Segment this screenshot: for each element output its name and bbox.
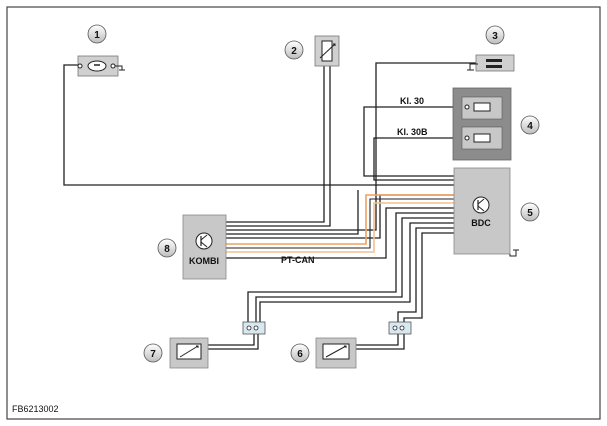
callout-1: 1 bbox=[87, 24, 107, 44]
transistor-icon bbox=[472, 196, 490, 214]
wire-7-connector bbox=[208, 334, 255, 346]
wire-bdc-7c bbox=[259, 222, 454, 322]
callout-number: 5 bbox=[527, 208, 533, 219]
pin-icon bbox=[110, 63, 116, 69]
kombi-label: KOMBI bbox=[189, 256, 219, 266]
wire-6-connector bbox=[356, 334, 399, 346]
callout-8: 8 bbox=[157, 238, 177, 258]
callout-number: 8 bbox=[164, 244, 170, 255]
callout-3: 3 bbox=[485, 25, 505, 45]
component-5-bdc: BDC bbox=[453, 167, 519, 257]
callout-number: 6 bbox=[297, 349, 303, 360]
component-3-body bbox=[475, 54, 515, 72]
wire-bdc-kombi-low bbox=[226, 207, 454, 259]
callout-5: 5 bbox=[520, 202, 540, 222]
ptcan-high-wire bbox=[226, 194, 454, 245]
wire-2b-to-kombi bbox=[226, 66, 331, 227]
wire-bdc-6b bbox=[403, 232, 454, 322]
callout-number: 7 bbox=[150, 349, 156, 360]
wire-2a-to-kombi bbox=[226, 66, 325, 223]
wire-3-to-kombi bbox=[226, 62, 478, 231]
pt-can-bus bbox=[226, 194, 454, 253]
component-8-kombi: KOMBI bbox=[182, 214, 227, 280]
ground-icon bbox=[115, 65, 125, 71]
callout-6: 6 bbox=[290, 343, 310, 363]
callout-number: 1 bbox=[94, 30, 100, 41]
fuse-icon bbox=[473, 133, 491, 143]
callout-7: 7 bbox=[143, 343, 163, 363]
ptcan-low-wire bbox=[226, 202, 454, 253]
ground-icon bbox=[469, 63, 478, 70]
wires bbox=[63, 62, 478, 239]
wire-1-to-bdc bbox=[63, 64, 454, 186]
component-1-switch bbox=[77, 55, 125, 77]
callout-number: 2 bbox=[291, 46, 297, 57]
wire-kl30b bbox=[373, 137, 465, 181]
component-4-fuse-box bbox=[452, 87, 512, 161]
connector-6 bbox=[388, 321, 412, 335]
terminal-bar-icon bbox=[486, 65, 502, 68]
connector-7 bbox=[242, 321, 266, 335]
callout-4: 4 bbox=[520, 115, 540, 135]
wire-bdc-7a bbox=[247, 212, 454, 322]
component-2-sensor bbox=[314, 35, 340, 67]
figure-code: FB6213002 bbox=[12, 404, 59, 414]
component-6-sensor bbox=[315, 337, 357, 369]
kl30b-label: Kl. 30B bbox=[397, 127, 428, 137]
wire-6-connector-b bbox=[356, 334, 405, 350]
component-7-sensor bbox=[169, 337, 209, 369]
callout-2: 2 bbox=[284, 40, 304, 60]
wire-bdc-7b bbox=[255, 217, 454, 322]
wire-7-connector-b bbox=[208, 334, 259, 350]
wire-kl30 bbox=[363, 106, 465, 177]
wires-bdc-sensors bbox=[208, 207, 454, 350]
ptcan-label: PT-CAN bbox=[281, 255, 315, 265]
bdc-label: BDC bbox=[471, 218, 491, 228]
kl30-label: Kl. 30 bbox=[400, 96, 424, 106]
wire-kombi-up bbox=[226, 190, 359, 235]
terminal-bar-icon bbox=[486, 59, 502, 62]
transistor-icon bbox=[195, 232, 213, 250]
ptcan-mid-wire bbox=[226, 198, 454, 249]
callout-number: 4 bbox=[527, 121, 533, 132]
callout-number: 3 bbox=[492, 31, 498, 42]
ground-icon bbox=[509, 249, 519, 257]
pin-icon bbox=[77, 63, 83, 69]
switch-icon bbox=[87, 60, 107, 72]
wire-bdc-6a bbox=[397, 227, 454, 322]
fuse-icon bbox=[473, 102, 491, 112]
component-3-connector bbox=[467, 54, 515, 72]
